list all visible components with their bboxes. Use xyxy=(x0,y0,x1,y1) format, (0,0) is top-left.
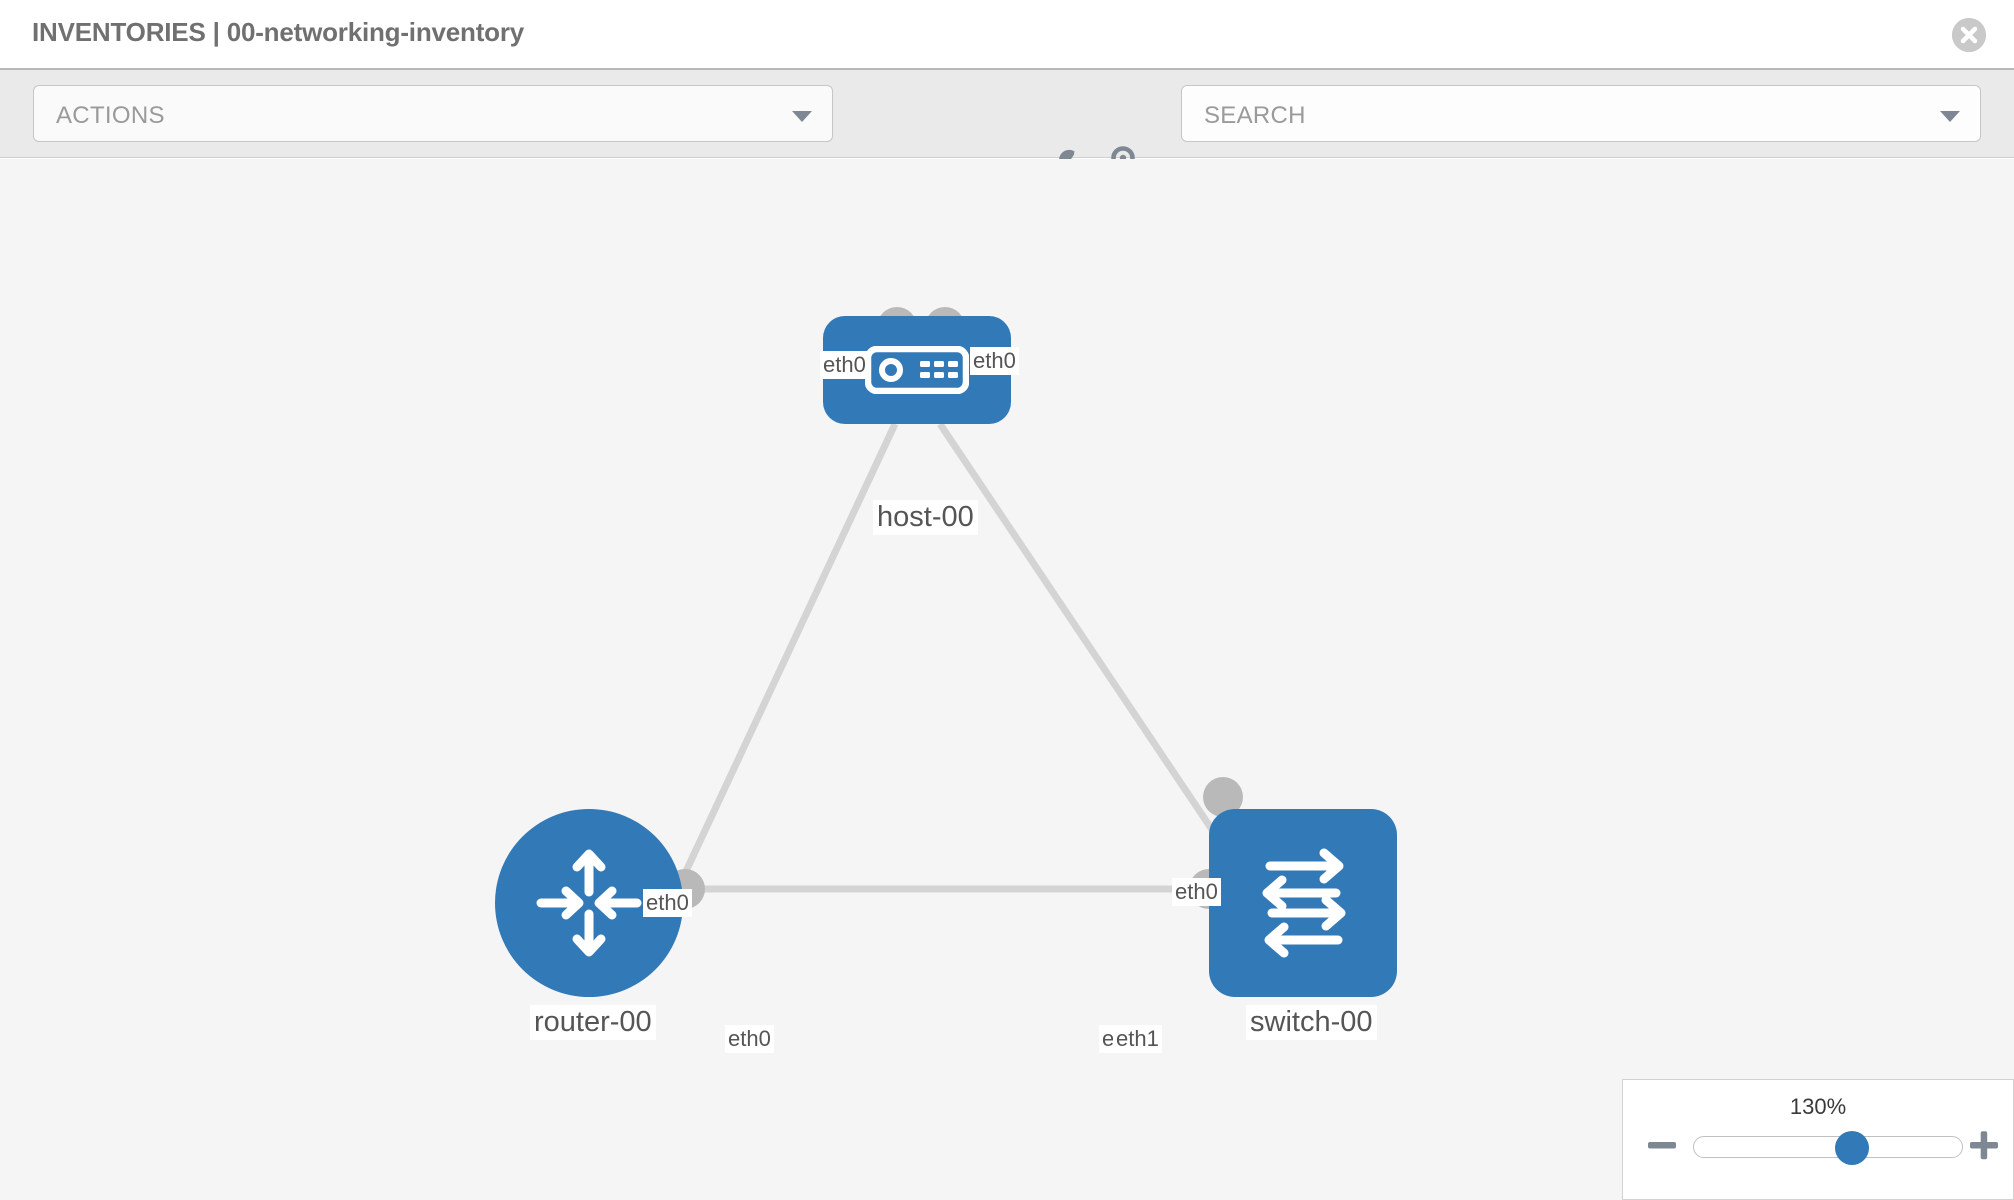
zoom-slider-handle[interactable] xyxy=(1835,1131,1869,1165)
plus-icon[interactable] xyxy=(1967,1128,2001,1162)
page-title: INVENTORIES | 00-networking-inventory xyxy=(32,17,525,47)
node-label-router-00: router-00 xyxy=(530,1005,656,1040)
close-icon[interactable] xyxy=(1952,18,1986,52)
zoom-level-value: 130% xyxy=(1789,1094,1847,1119)
search-placeholder: SEARCH xyxy=(1204,102,1306,129)
node-label-switch-00: switch-00 xyxy=(1246,1005,1377,1040)
port-label-switch-up: eth0 xyxy=(1172,878,1221,906)
port-label-host-right: eth0 xyxy=(970,347,1019,375)
page-header: INVENTORIES | 00-networking-inventory xyxy=(0,0,2014,70)
port-label-router-up: eth0 xyxy=(643,889,692,917)
zoom-control-panel: 130% xyxy=(1622,1079,2014,1200)
chevron-down-icon[interactable] xyxy=(1940,111,1960,122)
port-label-router-right: eth0 xyxy=(725,1025,774,1053)
actions-dropdown[interactable]: ACTIONS xyxy=(33,85,833,142)
port-label-host-left: eth0 xyxy=(820,351,869,379)
server-rack-icon xyxy=(823,316,1011,424)
topology-canvas[interactable]: host-00 xyxy=(0,159,2014,1200)
switch-arrows-icon xyxy=(1209,809,1397,997)
port-label-switch-left: eth1 xyxy=(1113,1025,1162,1053)
search-input[interactable]: SEARCH xyxy=(1181,85,1981,142)
link-host-router xyxy=(676,422,899,886)
chevron-down-icon xyxy=(792,111,812,122)
topology-links xyxy=(676,422,1228,893)
actions-dropdown-label: ACTIONS xyxy=(56,102,165,129)
minus-icon[interactable] xyxy=(1645,1128,1679,1162)
zoom-slider[interactable] xyxy=(1693,1131,1963,1165)
node-label-host-00: host-00 xyxy=(873,500,978,535)
toolbar: ACTIONS SEARCH xyxy=(0,70,2014,182)
link-host-switch xyxy=(937,422,1228,851)
